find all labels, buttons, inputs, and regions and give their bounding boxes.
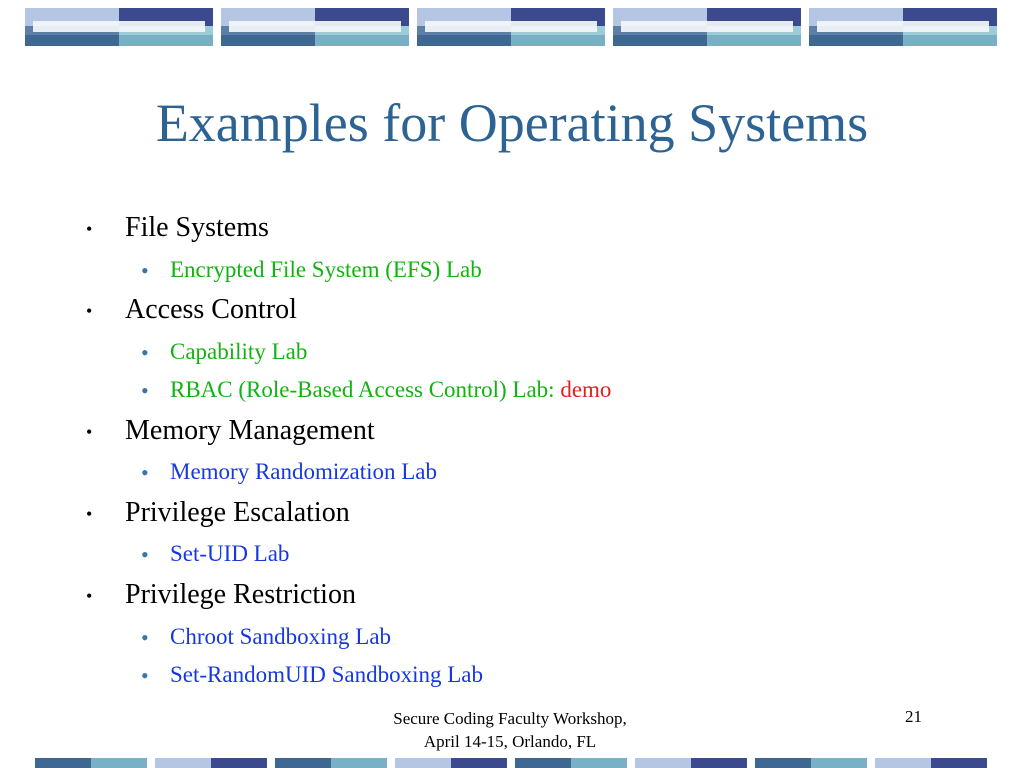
sub-bullet-item: • RBAC (Role-Based Access Control) Lab: … [141, 377, 612, 403]
decor-segment [331, 758, 387, 768]
sub-bullet-item: • Capability Lab [141, 339, 308, 365]
decor-segment [155, 758, 211, 768]
decor-block [809, 8, 997, 46]
bullet-dot-icon: • [86, 504, 93, 524]
slide-footer: Secure Coding Faculty Workshop, April 14… [350, 707, 670, 753]
decor-block [221, 8, 409, 46]
decor-segment [875, 758, 931, 768]
top-decorative-band [0, 0, 1024, 50]
sub-bullet-label: Encrypted File System (EFS) Lab [170, 257, 482, 282]
bullet-dot-icon: • [141, 663, 149, 688]
bullet-dot-icon: • [141, 625, 149, 650]
demo-link[interactable]: demo [560, 377, 612, 402]
bullet-item: • Privilege Escalation [86, 497, 350, 529]
bullet-label: Memory Management [125, 415, 375, 446]
sub-bullet-label: Capability Lab [170, 339, 308, 364]
sub-bullet-label[interactable]: Set-RandomUID Sandboxing Lab [170, 662, 484, 687]
decor-block [25, 8, 213, 46]
decor-segment [811, 758, 867, 768]
sub-bullet-item: • Encrypted File System (EFS) Lab [141, 257, 482, 283]
bullet-item: • Access Control [86, 294, 297, 326]
sub-bullet-item: • Set-RandomUID Sandboxing Lab [141, 662, 484, 688]
bullet-dot-icon: • [141, 340, 149, 365]
bullet-label: Privilege Restriction [125, 579, 356, 610]
bullet-dot-icon: • [141, 460, 149, 485]
sub-bullet-label[interactable]: Chroot Sandboxing Lab [170, 624, 392, 649]
bullet-dot-icon: • [86, 586, 93, 606]
page-number: 21 [905, 707, 922, 726]
footer-line: April 14-15, Orlando, FL [423, 732, 597, 751]
bullet-dot-icon: • [86, 219, 93, 239]
decor-segment [691, 758, 747, 768]
sub-bullet-item: • Chroot Sandboxing Lab [141, 624, 392, 650]
bullet-label: File Systems [125, 212, 269, 243]
decor-segment [571, 758, 627, 768]
slide-title: Examples for Operating Systems [155, 93, 869, 153]
bullet-item: • Memory Management [86, 415, 375, 447]
bullet-dot-icon: • [86, 422, 93, 442]
decor-segment [635, 758, 691, 768]
bullet-label: Access Control [125, 294, 297, 325]
bullet-dot-icon: • [141, 258, 149, 283]
bullet-label: Privilege Escalation [125, 497, 350, 528]
sub-bullet-item: • Set-UID Lab [141, 541, 290, 567]
bullet-item: • Privilege Restriction [86, 579, 356, 611]
bottom-decorative-band [0, 758, 1024, 768]
sub-bullet-label: RBAC (Role-Based Access Control) Lab: [170, 377, 561, 402]
bullet-dot-icon: • [141, 378, 149, 403]
decor-segment [275, 758, 331, 768]
decor-segment [755, 758, 811, 768]
decor-segment [931, 758, 987, 768]
decor-segment [35, 758, 91, 768]
bullet-item: • File Systems [86, 212, 269, 244]
bullet-dot-icon: • [141, 542, 149, 567]
decor-block [613, 8, 801, 46]
sub-bullet-item: • Memory Randomization Lab [141, 459, 437, 485]
decor-segment [211, 758, 267, 768]
sub-bullet-label[interactable]: Memory Randomization Lab [170, 459, 437, 484]
decor-segment [91, 758, 147, 768]
footer-line: Secure Coding Faculty Workshop, [393, 709, 627, 728]
decor-segment [451, 758, 507, 768]
decor-block [417, 8, 605, 46]
sub-bullet-label[interactable]: Set-UID Lab [170, 541, 290, 566]
decor-segment [395, 758, 451, 768]
decor-segment [515, 758, 571, 768]
bullet-dot-icon: • [86, 301, 93, 321]
